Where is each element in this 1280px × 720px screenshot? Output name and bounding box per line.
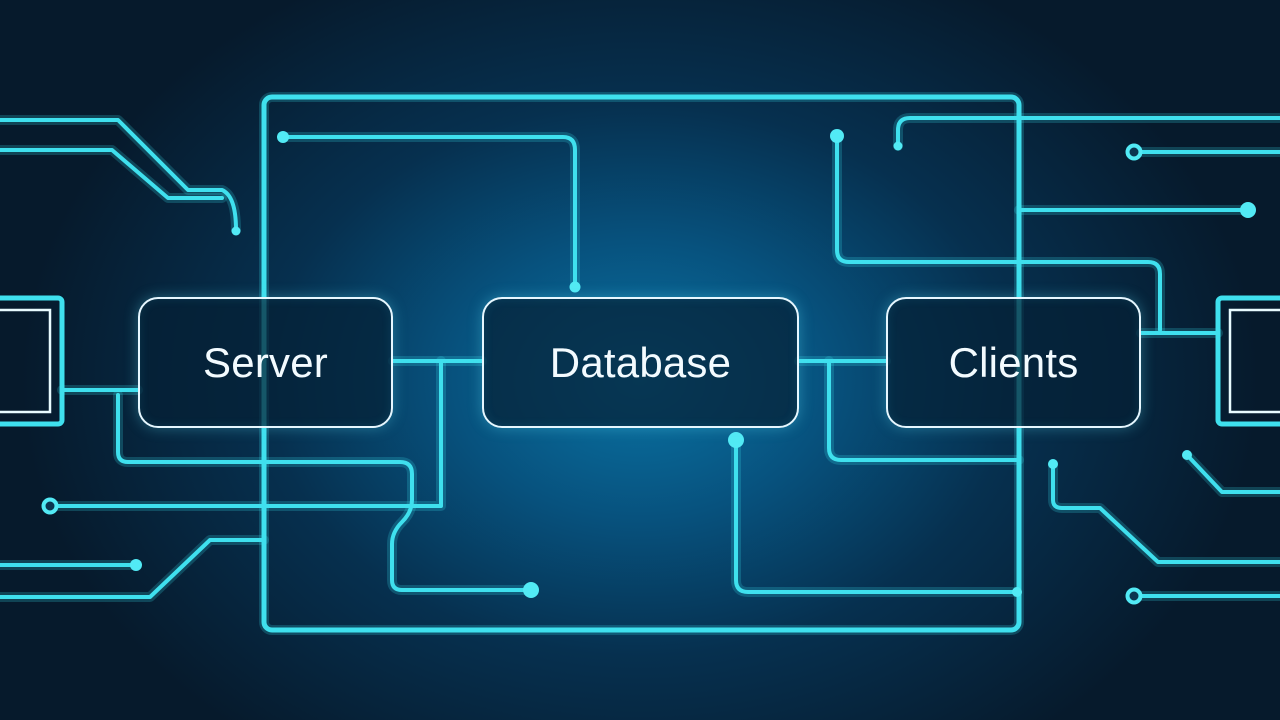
trace-top-right-1 (835, 134, 1162, 332)
server-label: Server (203, 338, 328, 386)
trace-top-left-2 (0, 148, 224, 200)
endpoint-ring (1125, 143, 1143, 161)
endpoint-dot (277, 131, 289, 143)
database-label: Database (549, 338, 732, 386)
endpoint-dot (523, 582, 539, 598)
trace-bottom-left-4 (0, 538, 266, 599)
database-node[interactable]: Database (482, 297, 799, 428)
clients-node[interactable]: Clients (886, 297, 1141, 428)
right-connector-box (1215, 295, 1280, 427)
endpoint-dot (728, 432, 744, 448)
trace-to-database-top (281, 135, 577, 289)
clients-label: Clients (948, 338, 1079, 386)
left-connector-box (0, 295, 65, 427)
trace-bottom-right-1 (1051, 462, 1280, 564)
endpoint-ring (1125, 587, 1143, 605)
endpoint-dot (1182, 450, 1192, 460)
endpoint-ring (41, 497, 59, 515)
server-node[interactable]: Server (138, 297, 393, 428)
trace-bottom-left-1 (48, 359, 443, 508)
trace-lines (0, 116, 1280, 599)
trace-bottom-right-2 (1185, 453, 1280, 494)
trace-top-right-2 (896, 116, 1280, 148)
endpoint-dot (231, 226, 241, 236)
trace-clients-bottom (827, 359, 1021, 462)
trace-endpoints (41, 129, 1256, 605)
trace-bottom-left-2 (116, 393, 533, 592)
endpoint-dot (1240, 202, 1256, 218)
endpoint-dot (569, 281, 581, 293)
trace-database-bottom (734, 438, 1019, 594)
endpoint-dot (893, 141, 903, 151)
endpoint-dot (130, 559, 142, 571)
endpoint-dot (830, 129, 844, 143)
endpoint-dot (1048, 459, 1058, 469)
trace-top-left-1 (0, 118, 238, 232)
endpoint-dot (1012, 587, 1022, 597)
